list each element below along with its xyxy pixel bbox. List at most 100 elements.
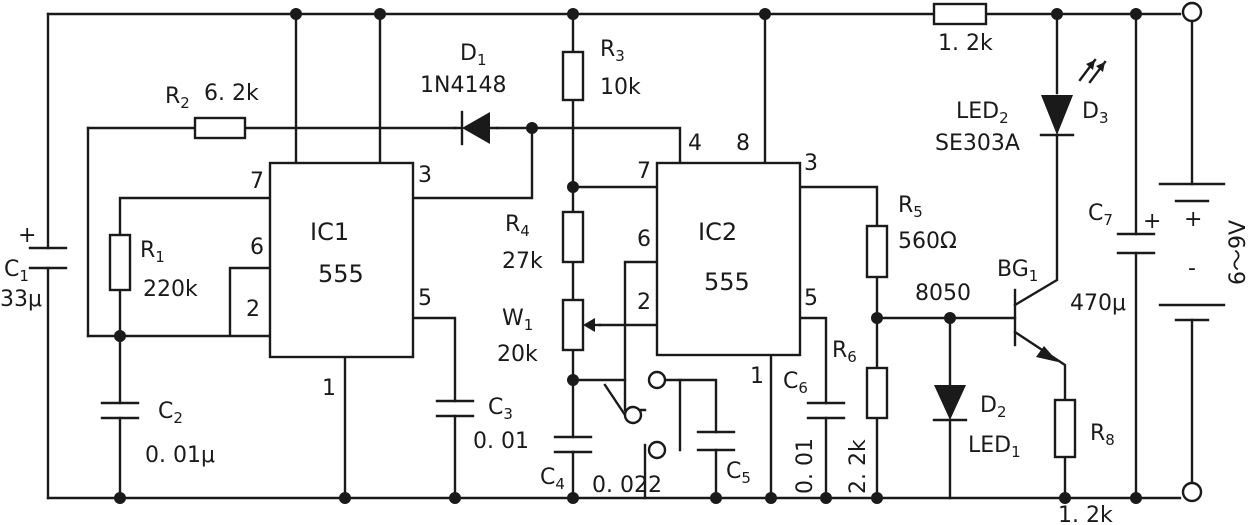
r1-value: 220k: [143, 277, 198, 302]
ic2-pin3: 3: [804, 151, 818, 176]
c1-plus: +: [18, 223, 36, 248]
ic1-pin1: 1: [322, 376, 336, 401]
w1-sub: 1: [524, 316, 534, 334]
r5-value: 560Ω: [898, 229, 957, 254]
resistor-r5: R5 560Ω: [865, 193, 957, 279]
svg-text:D3: D3: [1082, 99, 1109, 127]
resistor-r6: R6 2. 2k: [832, 338, 889, 494]
selector-switch: [623, 370, 682, 460]
svg-text:R4: R4: [505, 212, 530, 240]
supply-terminal-positive: [1181, 1, 1203, 23]
c6-ref: C: [783, 369, 798, 394]
capacitor-c2: C2 0. 01μ: [100, 399, 215, 468]
c1-sub: 1: [19, 267, 29, 285]
ic2-name: IC2: [698, 218, 737, 246]
ic1-pin5: 5: [418, 286, 432, 311]
d1-sub: 1: [477, 51, 487, 69]
d2-alias: LED: [968, 433, 1011, 458]
r4-sub: 4: [520, 222, 530, 240]
ic2-pin6: 6: [637, 227, 651, 252]
d3-ref: D: [1082, 99, 1099, 124]
c7-ref: C: [1088, 201, 1103, 226]
svg-text:C4: C4: [540, 465, 565, 493]
svg-text:R6: R6: [832, 338, 857, 366]
c5-sub: 5: [741, 469, 751, 487]
junction-dots: [114, 8, 1142, 504]
wires: [46, 12, 1194, 500]
r2-ref: R: [165, 84, 180, 109]
resistor-r1: R1 220k: [108, 233, 198, 302]
capacitor-c5: C5: [696, 430, 751, 487]
d1-ref: D: [460, 41, 477, 66]
ic2-pin8: 8: [736, 131, 750, 156]
r8-ref: R: [1090, 421, 1105, 446]
c7-sub: 7: [1103, 211, 1113, 229]
r7-value: 1. 2k: [938, 31, 993, 56]
capacitor-c1: + C1 33μ: [0, 223, 68, 312]
c5-ref: C: [726, 459, 741, 484]
svg-text:BG1: BG1: [997, 257, 1038, 285]
svg-text:R5: R5: [898, 193, 923, 221]
r8-sub: 8: [1105, 431, 1115, 449]
ic2-pin1: 1: [750, 364, 764, 389]
svg-text:LED1: LED1: [968, 433, 1021, 461]
c2-sub: 2: [173, 409, 183, 427]
ic1-pin3: 3: [418, 163, 432, 188]
battery-supply: + - 6～9V: [1158, 182, 1251, 322]
r6-value: 2. 2k: [846, 439, 871, 494]
bg1-sub: 1: [1029, 267, 1039, 285]
r4-ref: R: [505, 212, 520, 237]
svg-text:D2: D2: [980, 393, 1007, 421]
resistor-r3: R3 10k: [561, 37, 641, 102]
d3-alias: LED: [956, 99, 999, 124]
resistor-r2: R2 6. 2k: [165, 81, 259, 140]
led-d2: D2 LED1: [932, 385, 1021, 461]
c6-sub: 6: [798, 379, 808, 397]
c3-value: 0. 01: [473, 429, 529, 454]
r1-ref: R: [140, 238, 155, 263]
supply-minus: -: [1188, 256, 1196, 281]
resistor-r7: 1. 2k: [932, 2, 993, 56]
r5-ref: R: [898, 193, 913, 218]
d3-sub: 3: [1099, 109, 1109, 127]
d2-ref: D: [980, 393, 997, 418]
c4-ref: C: [540, 465, 555, 490]
ic1-pin7: 7: [250, 169, 264, 194]
c1-ref: C: [4, 257, 19, 282]
potentiometer-w1: W1 20k: [497, 298, 602, 367]
ic2-pin4: 4: [688, 131, 702, 156]
ic1-pin2: 2: [246, 297, 260, 322]
ic2-type: 555: [704, 268, 750, 296]
svg-text:R8: R8: [1090, 421, 1115, 449]
c2-value: 0. 01μ: [145, 443, 215, 468]
capacitor-c7: C7 + 470μ: [1070, 201, 1161, 316]
capacitor-c3: C3 0. 01: [435, 395, 529, 454]
ic2-pin2: 2: [637, 290, 651, 315]
diode-d1: D1 1N4148: [420, 41, 506, 146]
r2-sub: 2: [180, 94, 190, 112]
c2-ref: C: [158, 399, 173, 424]
c7-plus: +: [1143, 209, 1161, 234]
c3-sub: 3: [503, 405, 513, 423]
svg-text:W1: W1: [502, 306, 533, 334]
svg-text:C3: C3: [488, 395, 513, 423]
r6-ref: R: [832, 338, 847, 363]
ic2-pin7: 7: [637, 159, 651, 184]
c4-value: 0. 022: [592, 473, 662, 498]
resistor-r8: R8 1. 2k: [1053, 398, 1115, 525]
svg-text:C7: C7: [1088, 201, 1113, 229]
led-d3: D3 LED2 SE303A: [935, 58, 1109, 156]
r3-sub: 3: [615, 47, 625, 65]
ic1-name: IC1: [310, 218, 349, 246]
ic1-pin6: 6: [250, 235, 264, 260]
c1-value: 33μ: [0, 287, 42, 312]
bg1-ref: BG: [997, 257, 1029, 282]
r1-sub: 1: [155, 248, 165, 266]
capacitor-c4: C4 0. 022: [540, 435, 662, 498]
c7-value: 470μ: [1070, 291, 1126, 316]
resistor-r4: R4 27k: [502, 210, 585, 274]
ic2-pin5: 5: [804, 286, 818, 311]
d1-part: 1N4148: [420, 73, 506, 98]
transistor-bg1: BG1 8050: [915, 257, 1058, 362]
